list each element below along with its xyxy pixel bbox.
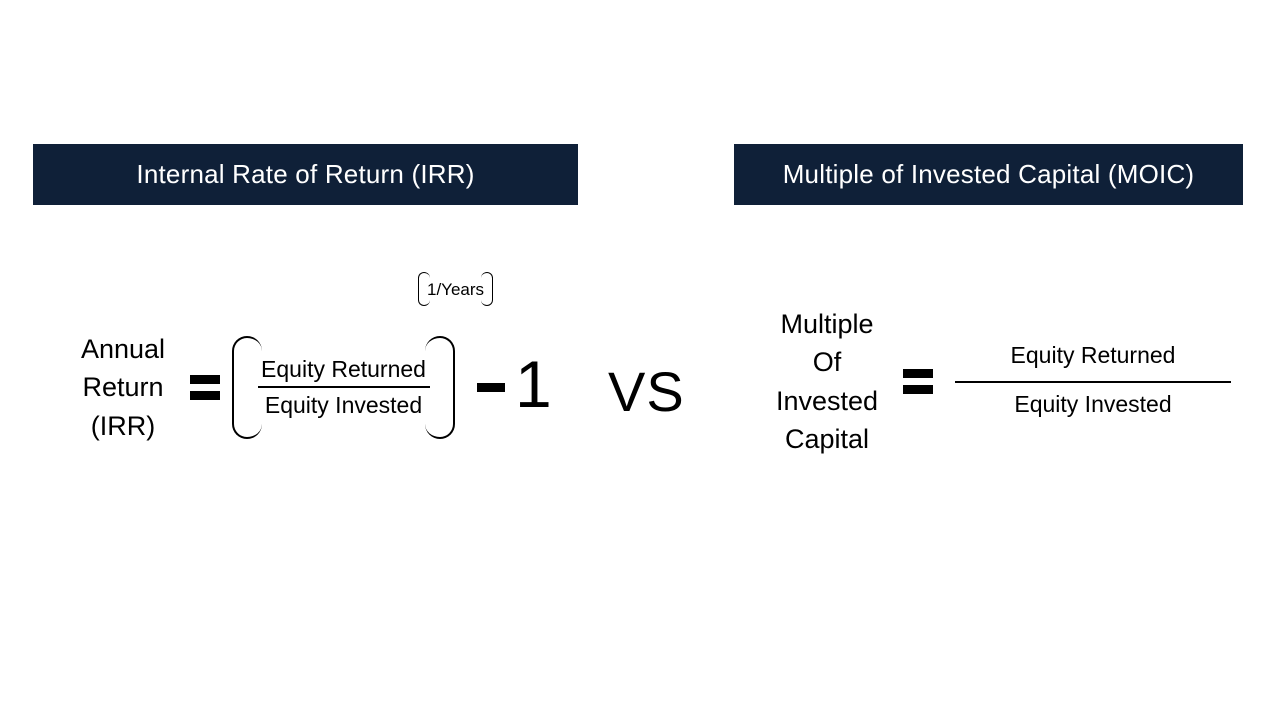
irr-formula-left-label: Annual Return (IRR) (70, 330, 176, 445)
equals-bar-top (903, 369, 933, 379)
moic-equals-sign (903, 369, 933, 395)
irr-label-line-2: Return (82, 372, 164, 403)
header-banner-irr-label: Internal Rate of Return (IRR) (136, 159, 475, 189)
right-parenthesis-icon (425, 335, 455, 439)
exponent-left-bracket-icon (418, 272, 430, 306)
moic-fraction-denominator: Equity Invested (1014, 390, 1172, 417)
moic-label-line-1: Multiple (780, 309, 874, 339)
irr-fraction-denominator: Equity Invested (264, 392, 423, 419)
irr-exponent-label: 1/Years (427, 279, 485, 299)
header-banner-moic: Multiple of Invested Capital (MOIC) (734, 144, 1243, 205)
equals-bar-bottom (190, 390, 220, 400)
moic-label-line-3: Invested (775, 385, 879, 416)
moic-label-line-2: Of (812, 347, 842, 378)
irr-label-line-1: Annual (80, 334, 166, 364)
irr-equals-sign (190, 374, 220, 400)
moic-fraction-bar (955, 380, 1231, 383)
irr-exponent-group: 1/Years (418, 272, 494, 306)
irr-fraction-numerator: Equity Returned (261, 355, 426, 382)
left-parenthesis-icon (232, 335, 262, 439)
irr-fraction-bar (257, 386, 430, 389)
exponent-right-bracket-icon (481, 272, 494, 306)
moic-formula: Multiple Of Invested Capital Equity Retu… (767, 305, 1231, 458)
equals-bar-bottom (903, 385, 933, 395)
comparison-separator: VS (608, 360, 685, 423)
moic-label-line-4: Capital (784, 423, 870, 454)
irr-minus-sign (477, 382, 505, 392)
irr-label-line-3: (IRR) (90, 410, 156, 441)
irr-constant-one: 1 (515, 347, 552, 422)
header-banner-irr: Internal Rate of Return (IRR) (33, 144, 578, 205)
moic-formula-left-label: Multiple Of Invested Capital (767, 305, 887, 458)
equals-bar-top (190, 374, 220, 384)
irr-fraction: Equity Returned Equity Invested (252, 336, 435, 439)
header-banner-moic-label: Multiple of Invested Capital (MOIC) (782, 159, 1195, 189)
irr-parenthesis-group: Equity Returned Equity Invested (232, 335, 455, 439)
moic-fraction-numerator: Equity Returned (1010, 342, 1176, 369)
moic-fraction: Equity Returned Equity Invested (955, 334, 1231, 429)
irr-formula: Annual Return (IRR) Equity Returned Equi… (70, 330, 552, 445)
